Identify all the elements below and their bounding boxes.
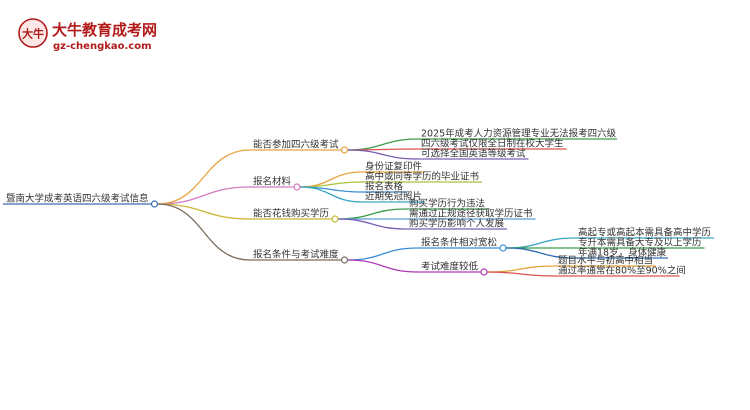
logo-mark-text: 大牛 — [22, 27, 44, 41]
edge-root-branch-3 — [157, 203, 251, 220]
edge-root-branch-1 — [157, 149, 251, 205]
edge-sub-4-2-leaf-1 — [486, 265, 556, 273]
leaf-2-3-label: 报名表格 — [365, 181, 404, 193]
root-node-label: 暨南大学成考英语四六级考试信息 — [6, 193, 149, 205]
edge-branch-1-leaf-3 — [347, 149, 419, 160]
edge-branch-2-leaf-4 — [299, 186, 363, 203]
branch-3-label: 能否花钱购买学历 — [253, 208, 329, 220]
edge-sub-4-1-leaf-1 — [505, 237, 576, 249]
leaf-4-2-2-label: 通过率通常在80%至90%之间 — [558, 265, 686, 277]
logo-mark-circle — [18, 18, 48, 48]
leaf-2-2-label: 高中或同等学历的毕业证书 — [365, 171, 480, 183]
leaf-4-1-3-label: 年满18岁，身体健康 — [578, 247, 667, 259]
edge-sub-4-2-leaf-2 — [486, 271, 556, 277]
edge-root-branch-4 — [157, 203, 251, 261]
branch-1-label: 能否参加四六级考试 — [253, 139, 339, 151]
branch-2-label: 报名材料 — [253, 176, 292, 188]
sub-4-1-joint — [499, 244, 507, 252]
edge-branch-3-leaf-1 — [337, 208, 407, 220]
leaf-2-1-label: 身份证复印件 — [365, 161, 423, 173]
edge-sub-4-1-leaf-3 — [505, 247, 576, 259]
leaf-1-1-label: 2025年成考人力资源管理专业无法报考四六级 — [421, 128, 617, 140]
edge-branch-4-sub-1 — [347, 247, 419, 261]
leaf-1-2-label: 四六级考试仅限全日制在校大学生 — [421, 138, 564, 150]
edge-branch-3-leaf-3 — [337, 218, 407, 230]
edge-root-branch-2 — [157, 186, 251, 205]
branch-4-joint — [340, 256, 349, 264]
leaf-3-3-label: 购买学历影响个人发展 — [409, 218, 505, 230]
edge-branch-4-sub-2 — [347, 259, 419, 273]
leaf-4-1-1-label: 高起专或高起本需具备高中学历 — [578, 227, 711, 239]
root-node-joint — [150, 200, 159, 208]
logo-url: gz-chengkao.com — [53, 41, 152, 52]
leaf-4-1-2-label: 专升本需具备大专及以上学历 — [578, 237, 702, 249]
logo-title: 大牛教育成考网 — [52, 21, 157, 39]
branch-4-label: 报名条件与考试难度 — [253, 249, 339, 261]
leaf-1-3-label: 可选择全国英语等级考试 — [421, 148, 526, 160]
leaf-3-1-label: 购买学历行为违法 — [409, 198, 485, 210]
leaf-2-4-label: 近期免冠照片 — [365, 191, 422, 203]
edge-branch-2-leaf-2 — [299, 181, 363, 188]
sub-4-2-joint — [480, 268, 488, 276]
branch-1-joint — [340, 146, 349, 154]
brand-logo: 大牛 大牛教育成考网 gz-chengkao.com — [18, 18, 157, 52]
edge-branch-1-leaf-1 — [347, 138, 419, 151]
mindmap-edges — [157, 138, 576, 277]
mindmap-nodes: 暨南大学成考英语四六级考试信息 能否参加四六级考试 2025年成考人力资源管理专业无… — [3, 128, 714, 277]
branch-3-joint — [331, 215, 339, 223]
sub-4-1-label: 报名条件相对宽松 — [421, 237, 498, 249]
sub-4-2-label: 考试难度较低 — [421, 261, 479, 273]
leaf-3-2-label: 需通过正规途径获取学历证书 — [409, 208, 533, 220]
branch-2-joint — [293, 183, 301, 191]
leaf-4-2-1-label: 题目水平与初高中相当 — [558, 255, 653, 267]
